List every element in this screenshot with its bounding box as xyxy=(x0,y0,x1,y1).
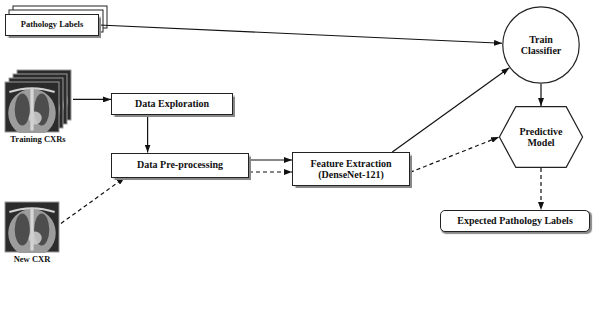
xray-frame xyxy=(5,82,59,133)
flow-arrow xyxy=(99,25,502,43)
node-label: Data Pre-processing xyxy=(137,159,223,171)
process-circle: Train Classifier xyxy=(502,6,580,84)
flow-arrow xyxy=(73,99,111,100)
node-label: Feature Extraction (DenseNet-121) xyxy=(299,158,403,181)
xray-picture xyxy=(4,69,72,133)
flow-arrow xyxy=(249,171,292,172)
label-stack-box: Pathology Labels xyxy=(5,14,99,36)
flow-arrow xyxy=(249,159,292,160)
process-box: Data Pre-processing xyxy=(111,153,249,178)
process-box: Feature Extraction (DenseNet-121) xyxy=(292,152,410,186)
xray-frame xyxy=(5,202,59,253)
model-hexagon: Predictive Model xyxy=(499,106,583,168)
flow-arrow xyxy=(61,178,125,224)
node-label: Train Classifier xyxy=(521,34,562,57)
xray-picture xyxy=(4,201,60,253)
image-caption: Training CXRs xyxy=(10,135,65,145)
flow-arrow xyxy=(392,68,509,152)
process-box: Data Exploration xyxy=(111,93,233,115)
flow-arrow xyxy=(540,84,541,106)
output-box: Expected Pathology Labels xyxy=(440,210,590,232)
node-label: Expected Pathology Labels xyxy=(457,215,573,227)
xray-image: New CXR xyxy=(3,201,61,265)
flow-arrow xyxy=(540,168,541,210)
node-label: Predictive Model xyxy=(519,126,562,149)
image-caption: New CXR xyxy=(14,255,51,265)
xray-image-stack: Training CXRs xyxy=(3,69,73,145)
flow-arrow xyxy=(410,137,499,172)
node-label: Data Exploration xyxy=(135,98,209,110)
flow-arrow xyxy=(147,115,148,153)
node-label: Pathology Labels xyxy=(21,20,84,30)
